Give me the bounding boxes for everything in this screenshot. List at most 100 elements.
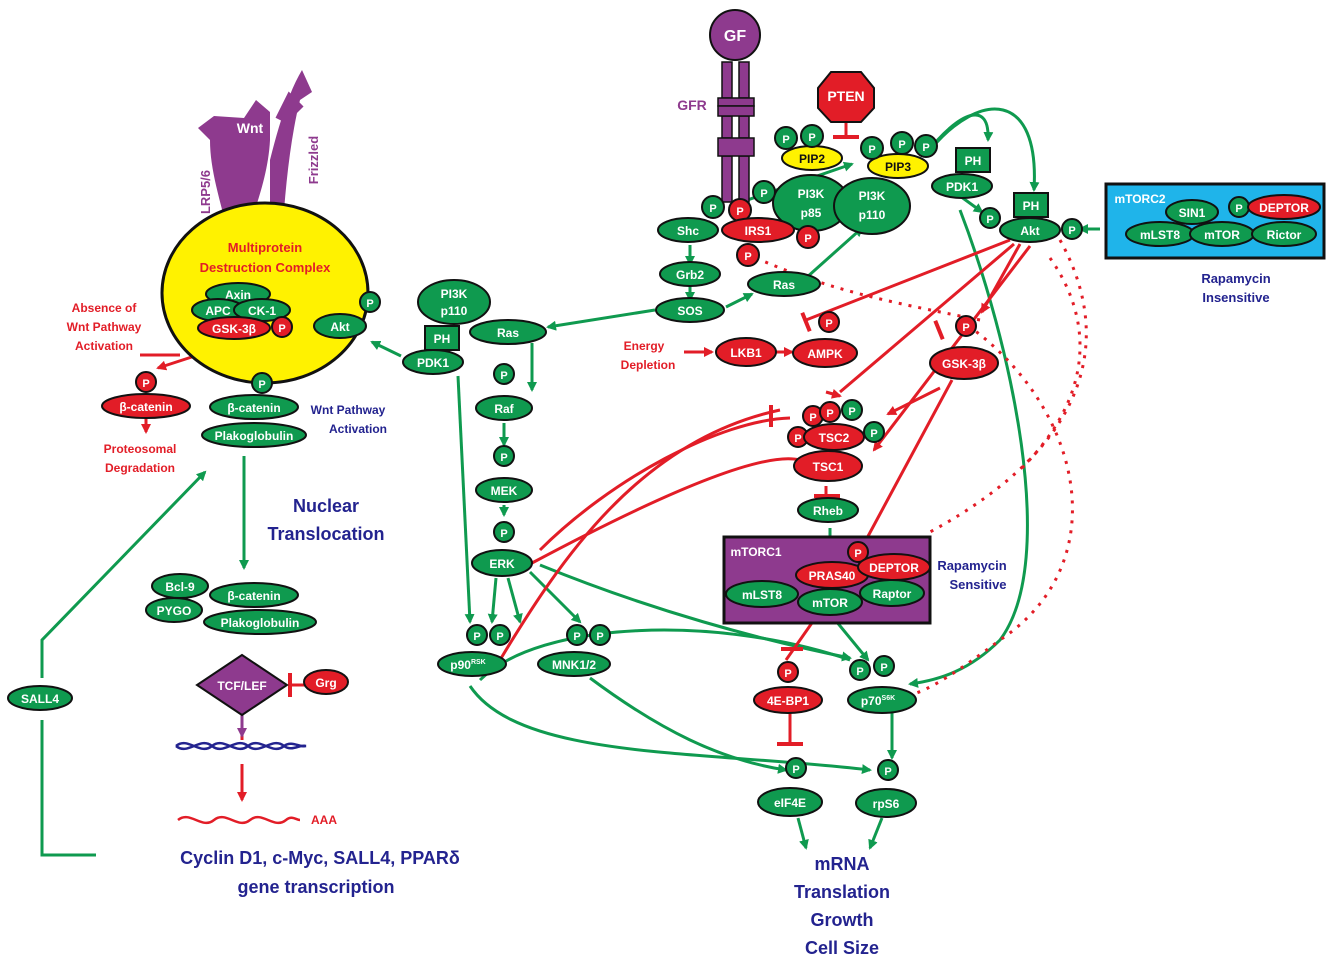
pi3k-center-label: PI3K: [441, 287, 468, 301]
svg-text:P: P: [854, 548, 861, 560]
gsk3b-right-node[interactable]: GSK-3β: [929, 346, 999, 380]
sos-label: SOS: [677, 304, 702, 318]
gf-node[interactable]: GF: [709, 9, 761, 61]
pip3-label: PIP3: [885, 160, 911, 174]
pten-node[interactable]: PTEN: [817, 71, 875, 123]
erk-node[interactable]: ERK: [471, 549, 533, 577]
mek-label: MEK: [491, 484, 518, 498]
svg-text:P: P: [804, 233, 811, 245]
eif4e-label: eIF4E: [774, 796, 806, 810]
grb2-label: Grb2: [676, 268, 704, 282]
ampk-phospho: P: [818, 311, 840, 333]
raf-phospho: P: [493, 363, 515, 385]
mek-node[interactable]: MEK: [475, 477, 533, 503]
akt-wnt-node[interactable]: Akt: [313, 313, 367, 339]
outcome-line4: Cell Size: [805, 938, 879, 958]
outcome-line1: mRNA: [814, 854, 869, 874]
apc-node[interactable]: APC: [191, 298, 245, 322]
shc-node[interactable]: Shc: [657, 217, 719, 243]
ebp1-node[interactable]: 4E-BP1: [753, 686, 823, 714]
svg-text:P: P: [870, 428, 877, 440]
rheb-label: Rheb: [813, 504, 843, 518]
pi3k-p110-label: p110: [859, 208, 886, 222]
akt-right-phospho: P P: [979, 207, 1083, 240]
raf-label: Raf: [494, 402, 514, 416]
tsc2-node[interactable]: TSC2: [803, 423, 865, 451]
mtorc2-complex[interactable]: mTORC2 SIN1 P DEPTOR mLST8 mTOR Rictor: [1104, 182, 1326, 260]
pi3k-p110-node[interactable]: PI3K p110: [833, 177, 911, 235]
p70s6k-node[interactable]: p70S6K: [847, 686, 917, 714]
plakoglobulin-label: Plakoglobulin: [215, 429, 294, 443]
tcf-lef-node[interactable]: TCF/LEF: [195, 653, 289, 717]
irs1-node[interactable]: IRS1: [721, 217, 795, 243]
pdk1-center-node[interactable]: PDK1: [402, 349, 464, 375]
pi3k-center-p110: p110: [441, 304, 468, 318]
svg-text:P: P: [500, 528, 507, 540]
pi3k-receptor-node[interactable]: PI3K p85: [772, 174, 850, 232]
sall4-node[interactable]: SALL4: [7, 685, 73, 711]
grb2-node[interactable]: Grb2: [659, 261, 721, 287]
nuclear-line1: Nuclear: [293, 496, 359, 516]
mnk-node[interactable]: MNK1/2: [537, 651, 611, 677]
pdk1-right-node[interactable]: PDK1: [931, 173, 993, 199]
tsc2-label: TSC2: [819, 431, 850, 445]
bcatenin-degraded-phospho: P: [135, 371, 157, 393]
mtorc1-note-line1: Rapamycin: [937, 558, 1006, 573]
svg-text:P: P: [258, 379, 265, 391]
p90rsk-node[interactable]: p90RSK: [437, 651, 507, 677]
ras-receptor-node[interactable]: Ras: [747, 271, 821, 297]
dotted-inhibitions: [755, 239, 1088, 697]
apc-label: APC: [205, 304, 231, 318]
plakoglobulin-node[interactable]: Plakoglobulin: [201, 422, 307, 448]
sin1-label: SIN1: [1179, 206, 1206, 220]
svg-text:PH: PH: [1023, 199, 1040, 213]
raf-node[interactable]: Raf: [475, 395, 533, 421]
tsc1-node[interactable]: TSC1: [793, 450, 863, 482]
svg-text:P: P: [1068, 225, 1075, 237]
akt-right-node[interactable]: Akt: [999, 217, 1061, 243]
svg-text:P: P: [884, 766, 891, 778]
plakoglobulin-nuclear-node[interactable]: Plakoglobulin: [203, 609, 317, 635]
akt-wnt-label: Akt: [330, 320, 349, 334]
pten-label: PTEN: [827, 88, 864, 104]
mtorc1-complex[interactable]: mTORC1 PRAS40 P DEPTOR mLST8 mTOR Raptor: [722, 535, 932, 625]
eif4e-node[interactable]: eIF4E: [757, 787, 823, 817]
rps6-node[interactable]: rpS6: [855, 788, 917, 818]
lkb1-node[interactable]: LKB1: [715, 337, 777, 367]
pygo-node[interactable]: PYGO: [145, 597, 203, 623]
lrp-label: LRP5/6: [198, 170, 213, 214]
gsk3b-wnt-node[interactable]: GSK-3β: [197, 316, 271, 340]
bcl9-node[interactable]: Bcl-9: [151, 573, 209, 599]
pip2-node[interactable]: PIP2: [781, 145, 843, 171]
bcatenin-active-node[interactable]: β-catenin: [209, 394, 299, 420]
rheb-node[interactable]: Rheb: [797, 497, 859, 523]
bcatenin-degraded-node[interactable]: β-catenin: [101, 393, 191, 419]
grg-node[interactable]: Grg: [303, 669, 349, 695]
svg-text:P: P: [856, 666, 863, 678]
ampk-node[interactable]: AMPK: [792, 338, 858, 368]
pygo-label: PYGO: [157, 604, 192, 618]
ck1-node[interactable]: CK-1: [233, 298, 291, 322]
bcatenin-nuclear-node[interactable]: β-catenin: [209, 582, 299, 608]
ras-center-label: Ras: [497, 326, 519, 340]
svg-text:P: P: [809, 412, 816, 424]
svg-text:P: P: [826, 408, 833, 420]
akt-right-label: Akt: [1020, 224, 1039, 238]
pip3-node[interactable]: PIP3: [867, 153, 929, 179]
sos-node[interactable]: SOS: [655, 297, 725, 323]
svg-text:P: P: [1235, 203, 1242, 215]
absence-label-line1: Absence of: [72, 301, 138, 315]
p70-phospho: P P: [849, 655, 895, 681]
mtorc1-mtor-label: mTOR: [812, 596, 848, 610]
svg-text:P: P: [898, 139, 905, 151]
tsc1-label: TSC1: [813, 460, 844, 474]
mtorc2-note-line2: Insensitive: [1202, 290, 1269, 305]
pi3k-center-node[interactable]: PI3K p110: [417, 279, 491, 325]
axin-label: Axin: [225, 288, 251, 302]
ck1-label: CK-1: [248, 304, 276, 318]
ras-center-node[interactable]: Ras: [469, 319, 547, 345]
pdk1-center-ph: PH: [424, 325, 460, 351]
energy-line1: Energy: [624, 339, 665, 353]
pip2-label: PIP2: [799, 152, 825, 166]
